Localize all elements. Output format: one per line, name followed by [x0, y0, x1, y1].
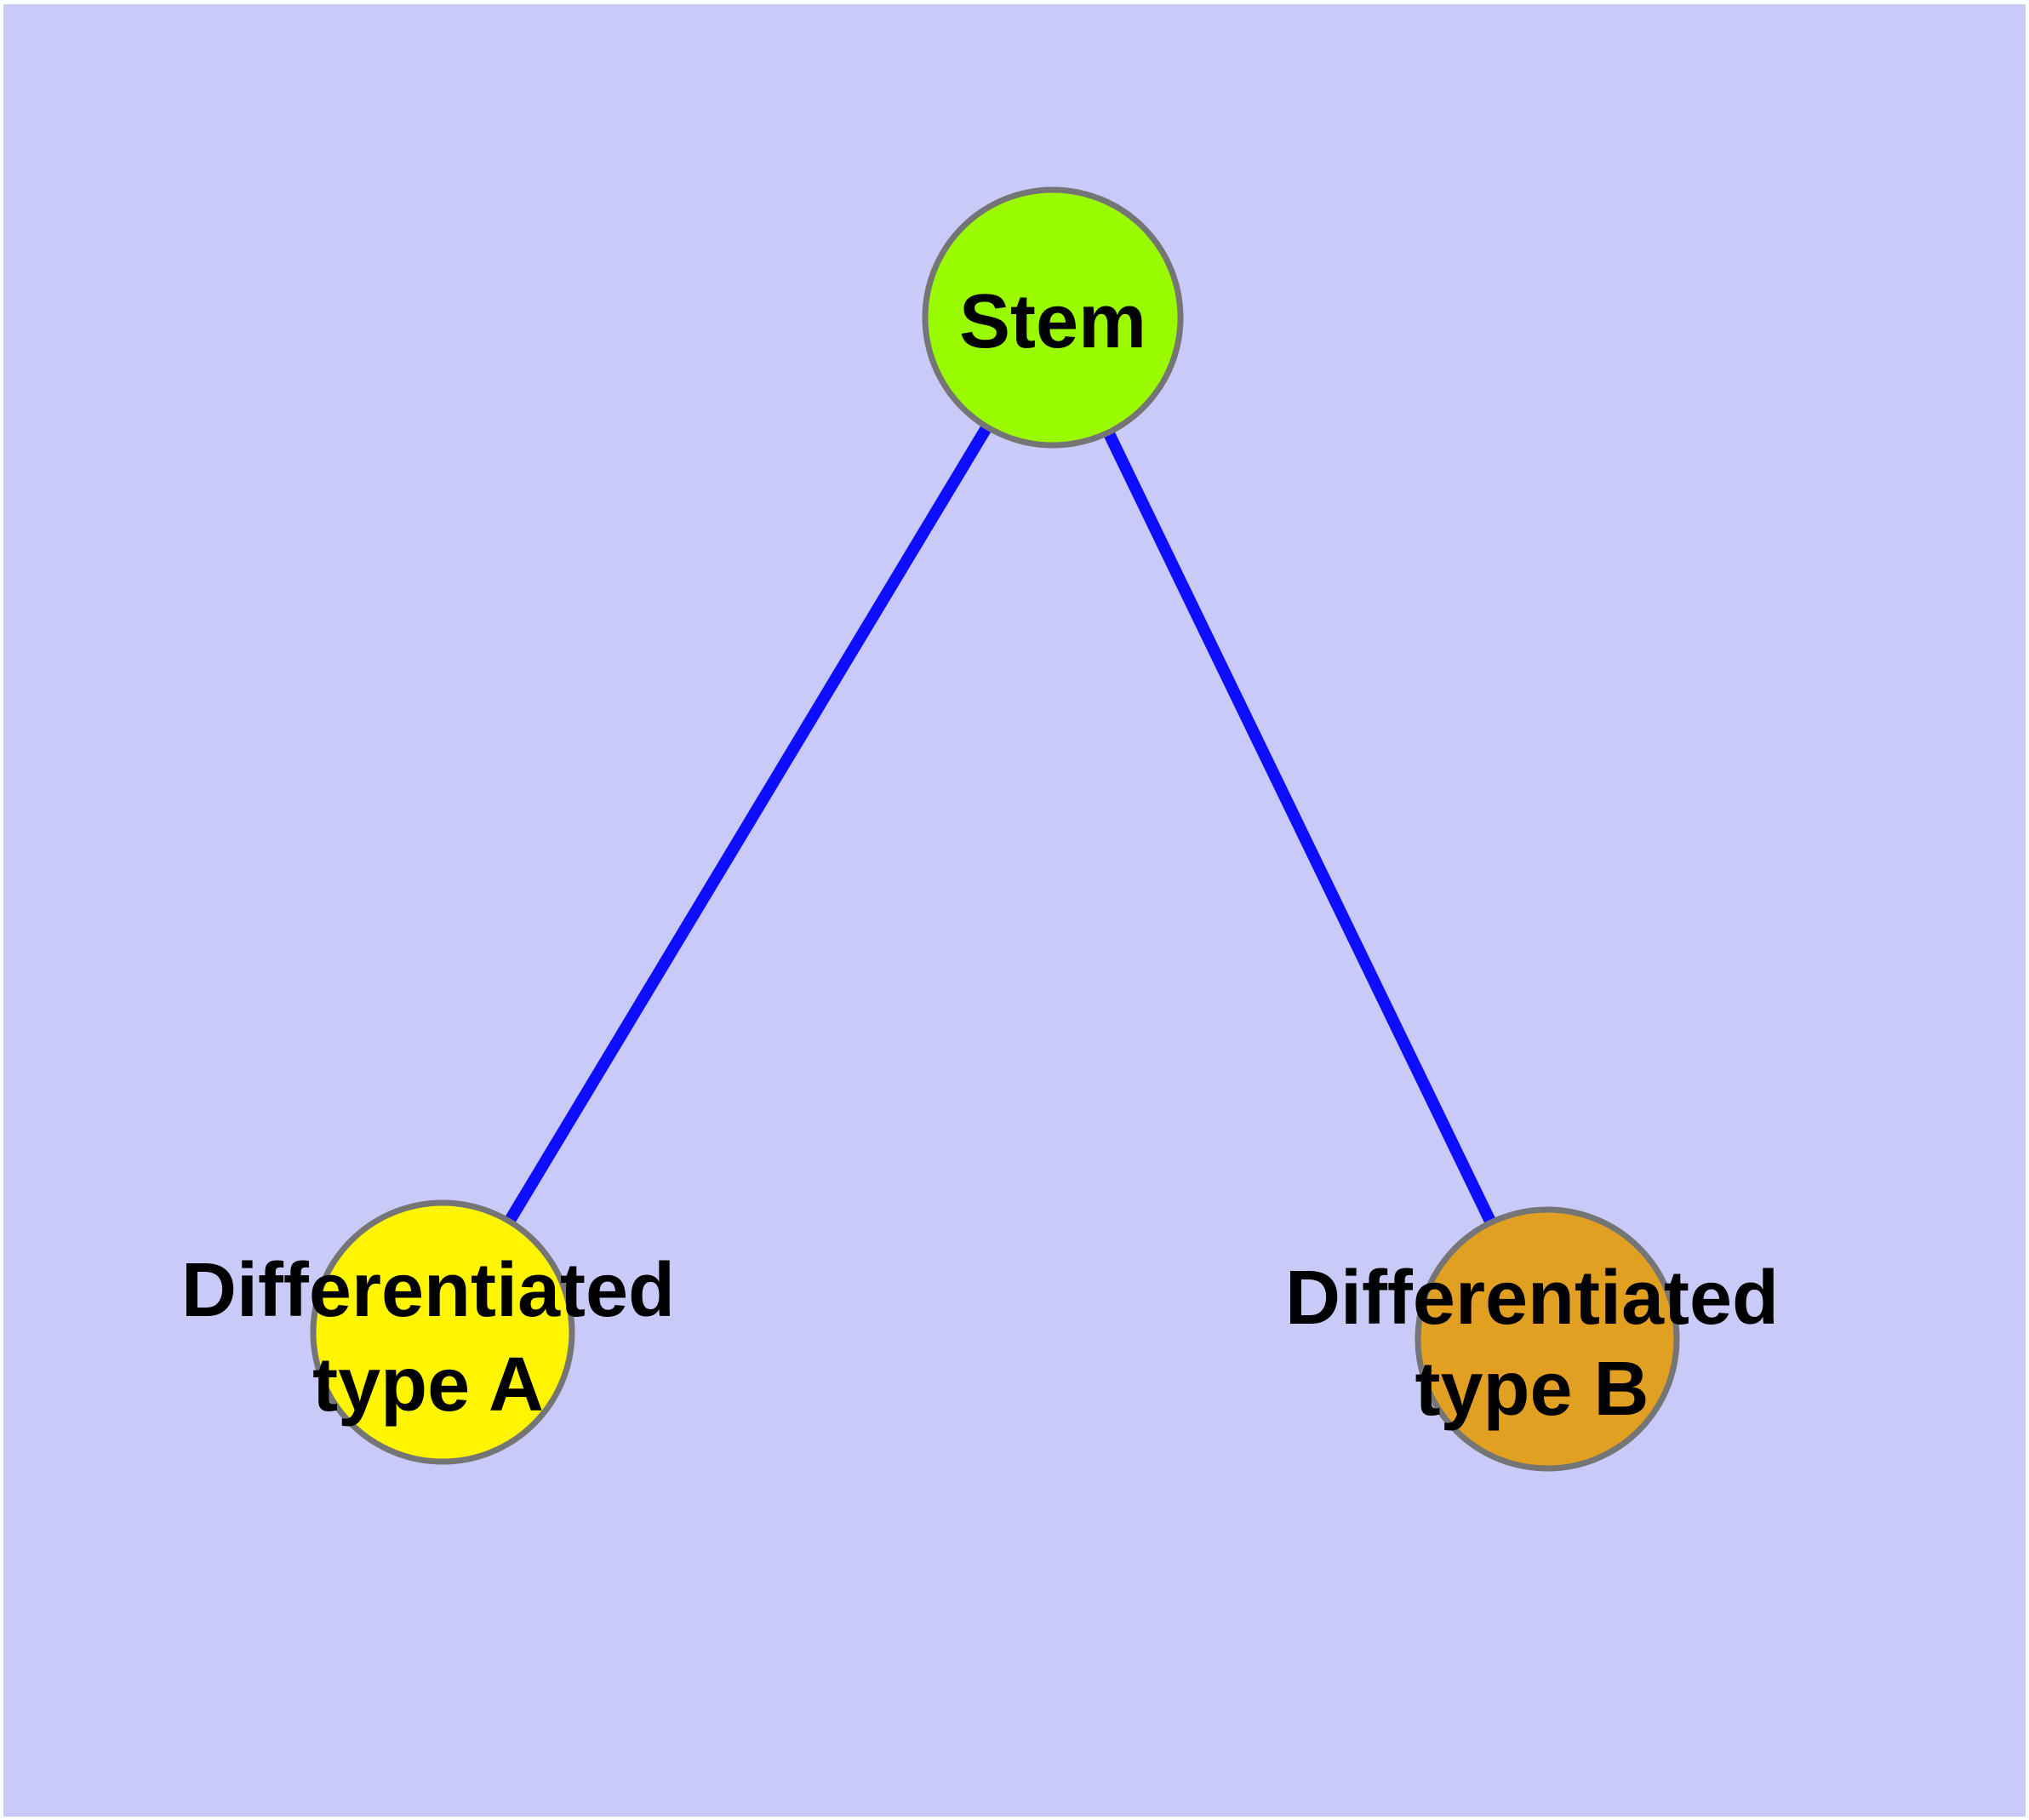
edge-stem-to-type-b — [1047, 314, 1553, 1342]
node-differentiated-type-b — [1415, 1206, 1680, 1472]
node-type-b-label-line1: Differentiated — [1285, 1256, 1779, 1341]
node-stem-label: Stem — [959, 279, 1146, 364]
node-differentiated-type-a — [310, 1199, 575, 1465]
node-type-a-label-line2: type A — [312, 1342, 544, 1428]
node-stem — [922, 186, 1184, 449]
node-type-a-label-line1: Differentiated — [181, 1248, 675, 1333]
node-type-b-label-line2: type B — [1415, 1347, 1649, 1432]
edge-stem-to-type-a — [437, 314, 1058, 1336]
